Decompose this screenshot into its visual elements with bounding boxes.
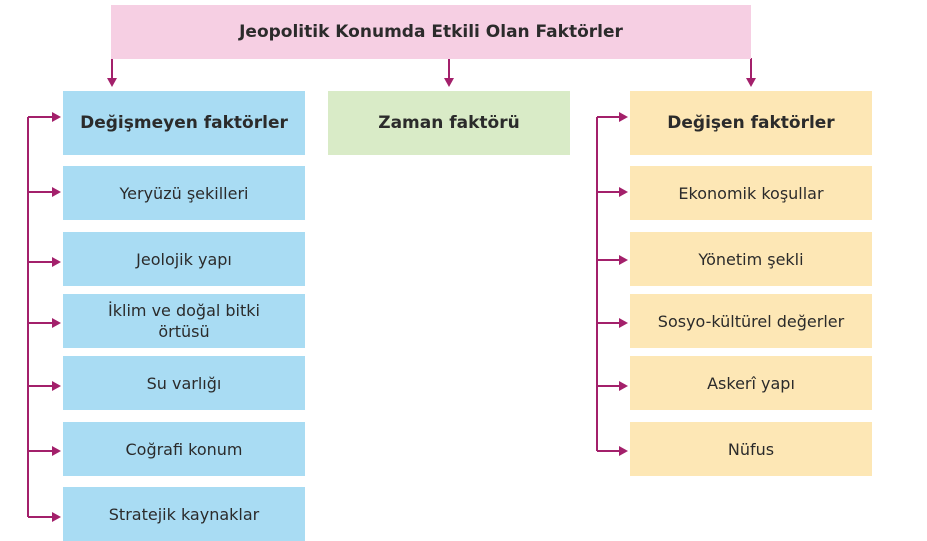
- unchanging-item-water: Su varlığı: [63, 356, 305, 410]
- changing-factors-header: Değişen faktörler: [630, 91, 872, 155]
- changing-item-economy: Ekonomik koşullar: [630, 166, 872, 220]
- time-factor-header: Zaman faktörü: [328, 91, 570, 155]
- changing-item-military: Askerî yapı: [630, 356, 872, 410]
- changing-item-government: Yönetim şekli: [630, 232, 872, 286]
- changing-item-sociocultural: Sosyo-kültürel değerler: [630, 294, 872, 348]
- unchanging-item-landforms: Yeryüzü şekilleri: [63, 166, 305, 220]
- diagram-title: Jeopolitik Konumda Etkili Olan Faktörler: [111, 5, 751, 59]
- unchanging-item-resources: Stratejik kaynaklar: [63, 487, 305, 541]
- unchanging-factors-header: Değişmeyen faktörler: [63, 91, 305, 155]
- unchanging-item-location: Coğrafi konum: [63, 422, 305, 476]
- changing-item-population: Nüfus: [630, 422, 872, 476]
- unchanging-item-climate: İklim ve doğal bitki örtüsü: [63, 294, 305, 348]
- unchanging-item-geology: Jeolojik yapı: [63, 232, 305, 286]
